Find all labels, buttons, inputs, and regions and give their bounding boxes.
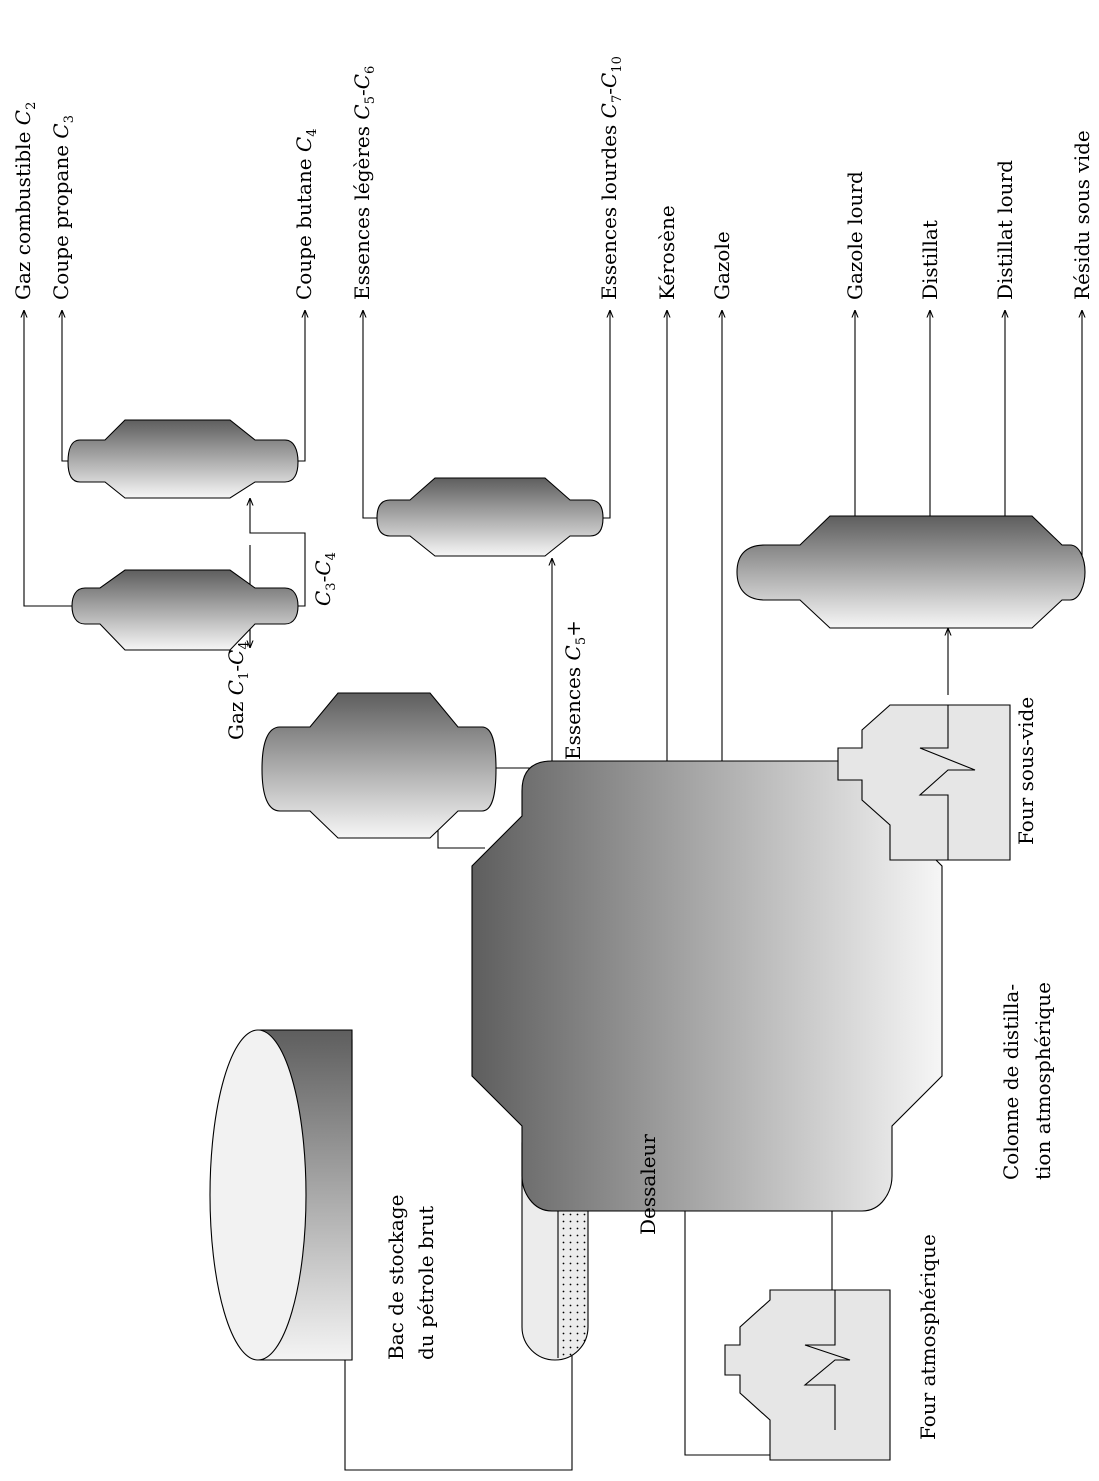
- label-c3-c4: C3-C4: [311, 552, 339, 606]
- line-essences-lourdes: [603, 310, 610, 519]
- label-essences-legeres: Essences légères C5-C6: [350, 66, 378, 300]
- line-residu: [1062, 310, 1082, 573]
- label-gaz-combustible: Gaz combustible C2: [11, 102, 39, 300]
- vacuum-column-body: [736, 515, 1086, 629]
- label-distillat-lourd: Distillat lourd: [993, 160, 1017, 300]
- label-essences-c5: Essences C5+: [561, 620, 589, 760]
- label-residu-sous-vide: Résidu sous vide: [1070, 130, 1094, 300]
- separator-2: [71, 569, 299, 651]
- separator-4: [376, 477, 604, 557]
- atm-furnace-body: [724, 1289, 891, 1461]
- storage-tank: [209, 1029, 353, 1361]
- storage-tank-end: [209, 1029, 307, 1361]
- line-coupe-propane: [62, 310, 68, 462]
- separator-4-body: [376, 477, 604, 557]
- label-coupe-butane: Coupe butane C4: [292, 128, 320, 300]
- label-tank-line2: du pétrole brut: [414, 1206, 438, 1360]
- separator-1-body: [261, 692, 497, 839]
- atm-distillation-column: [471, 760, 943, 1212]
- atm-furnace-coil: [803, 1290, 851, 1430]
- labels: Gaz combustible C2 Coupe propane C3 Coup…: [11, 56, 1094, 1440]
- separator-3: [67, 419, 299, 499]
- atm-column-body: [471, 760, 943, 1212]
- label-tank-line1: Bac de stockage: [384, 1195, 408, 1360]
- label-gaz-c1-c4: Gaz C1-C4: [224, 641, 252, 740]
- line-essences-legeres: [363, 310, 377, 519]
- label-column-line2: tion atmosphérique: [1031, 982, 1055, 1180]
- line-c3c4: [250, 498, 306, 607]
- vacuum-furnace: [837, 704, 1011, 861]
- separator-3-body: [67, 419, 299, 499]
- label-four-atmospherique: Four atmosphérique: [916, 1234, 940, 1440]
- vac-furnace-coil: [918, 705, 976, 860]
- label-dessaleur: Dessaleur: [636, 1134, 660, 1235]
- label-column-line1: Colonne de distilla-: [999, 984, 1023, 1180]
- atmospheric-furnace: [724, 1289, 891, 1461]
- line-tank-to-desalter: [344, 1333, 573, 1471]
- vac-furnace-body: [837, 704, 1011, 861]
- label-four-sous-vide: Four sous-vide: [1014, 697, 1038, 845]
- separator-2-body: [71, 569, 299, 651]
- label-distillat: Distillat: [918, 220, 942, 300]
- separator-1: [261, 692, 497, 839]
- label-kerosene: Kérosène: [655, 205, 679, 300]
- line-coupe-butane: [298, 310, 305, 462]
- label-gazole: Gazole: [710, 231, 734, 300]
- label-gazole-lourd: Gazole lourd: [843, 171, 867, 300]
- vacuum-column: [736, 515, 1086, 629]
- label-coupe-propane: Coupe propane C3: [49, 115, 77, 300]
- line-gaz-combustible: [24, 310, 72, 607]
- label-essences-lourdes: Essences lourdes C7-C10: [597, 56, 625, 300]
